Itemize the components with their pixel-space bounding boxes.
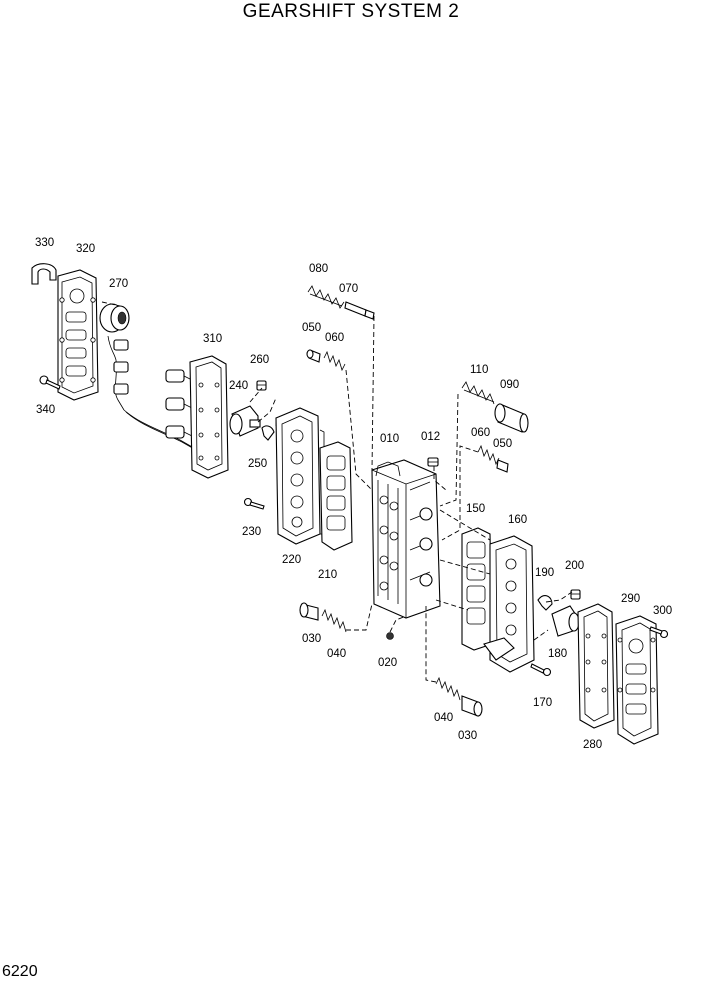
callout-190: 190 xyxy=(535,567,554,579)
callout-220: 220 xyxy=(282,554,301,566)
part-310-gasket[interactable] xyxy=(189,355,229,479)
callout-160: 160 xyxy=(508,514,527,526)
callout-110: 110 xyxy=(470,364,488,376)
part-030-solenoid-right[interactable] xyxy=(461,695,483,717)
callout-290: 290 xyxy=(621,593,640,605)
callout-210: 210 xyxy=(318,569,337,581)
callout-012: 012 xyxy=(421,431,440,443)
part-050-piston-upper[interactable] xyxy=(306,349,321,363)
part-020-ball[interactable] xyxy=(386,632,394,640)
callout-340: 340 xyxy=(36,404,55,416)
callout-050-upper: 050 xyxy=(302,322,321,334)
callout-040-left: 040 xyxy=(327,648,346,660)
part-070-valve-spool[interactable] xyxy=(344,301,375,320)
callout-310: 310 xyxy=(203,333,222,345)
part-040-spring-right[interactable] xyxy=(435,676,461,701)
assembly-guide-lines xyxy=(101,301,573,683)
part-320-cover-plate[interactable] xyxy=(57,269,99,401)
part-180-solenoid[interactable] xyxy=(551,605,580,637)
part-210-gasket[interactable] xyxy=(319,441,353,551)
part-040-spring-left[interactable] xyxy=(321,608,347,633)
callout-060-upper: 060 xyxy=(325,332,344,344)
callout-090: 090 xyxy=(500,379,519,391)
callout-200: 200 xyxy=(565,560,584,572)
part-080-spring[interactable] xyxy=(307,285,345,309)
part-270-wiring-harness[interactable] xyxy=(99,303,197,451)
callout-150: 150 xyxy=(466,503,485,515)
callout-260: 260 xyxy=(250,354,269,366)
part-290-end-cover[interactable] xyxy=(615,615,659,745)
part-250-clamp[interactable] xyxy=(261,425,275,441)
part-260-plug[interactable] xyxy=(256,380,267,391)
callout-300: 300 xyxy=(653,605,672,617)
callout-010: 010 xyxy=(380,433,399,445)
callout-270: 270 xyxy=(109,278,128,290)
part-220-intermediate-plate[interactable] xyxy=(275,407,325,545)
callout-320: 320 xyxy=(76,243,95,255)
callout-040-right: 040 xyxy=(434,712,453,724)
part-280-gasket[interactable] xyxy=(577,603,615,729)
callout-240: 240 xyxy=(229,380,248,392)
callout-170: 170 xyxy=(533,697,552,709)
callout-280: 280 xyxy=(583,739,602,751)
callout-060-lower: 060 xyxy=(471,427,490,439)
page-title: GEARSHIFT SYSTEM 2 xyxy=(242,1,460,22)
part-330-clip[interactable] xyxy=(31,263,57,285)
part-010-valve-body[interactable] xyxy=(371,459,441,619)
callout-230: 230 xyxy=(242,526,261,538)
callout-030-left: 030 xyxy=(302,633,321,645)
callout-180: 180 xyxy=(548,648,567,660)
part-230-screw[interactable] xyxy=(243,497,265,510)
part-110-spring[interactable] xyxy=(461,381,495,405)
callout-080: 080 xyxy=(309,263,328,275)
part-090-solenoid[interactable] xyxy=(494,403,529,433)
callout-050-lower: 050 xyxy=(493,438,512,450)
part-170-screw[interactable] xyxy=(530,663,552,677)
part-200-plug[interactable] xyxy=(570,589,581,600)
part-060-spring-lower[interactable] xyxy=(477,444,500,466)
part-050-piston-lower[interactable] xyxy=(496,459,509,473)
part-150-gasket[interactable] xyxy=(461,527,493,651)
callout-labels: 330 320 270 340 310 260 240 250 230 220 … xyxy=(35,237,672,751)
part-060-spring-upper[interactable] xyxy=(323,350,346,372)
callout-020: 020 xyxy=(378,657,397,669)
part-240-solenoid[interactable] xyxy=(229,405,261,437)
part-340-screw[interactable] xyxy=(39,375,61,390)
callout-030-right: 030 xyxy=(458,730,477,742)
part-030-solenoid-left[interactable] xyxy=(299,602,319,621)
callout-250: 250 xyxy=(248,458,267,470)
part-190-clamp[interactable] xyxy=(537,595,553,611)
part-300-screw[interactable] xyxy=(649,626,669,639)
callout-070: 070 xyxy=(339,283,358,295)
page-number: 6220 xyxy=(2,963,38,980)
part-012-plug[interactable] xyxy=(427,457,439,467)
callout-330: 330 xyxy=(35,237,54,249)
part-160-cover-plate[interactable] xyxy=(483,535,535,673)
